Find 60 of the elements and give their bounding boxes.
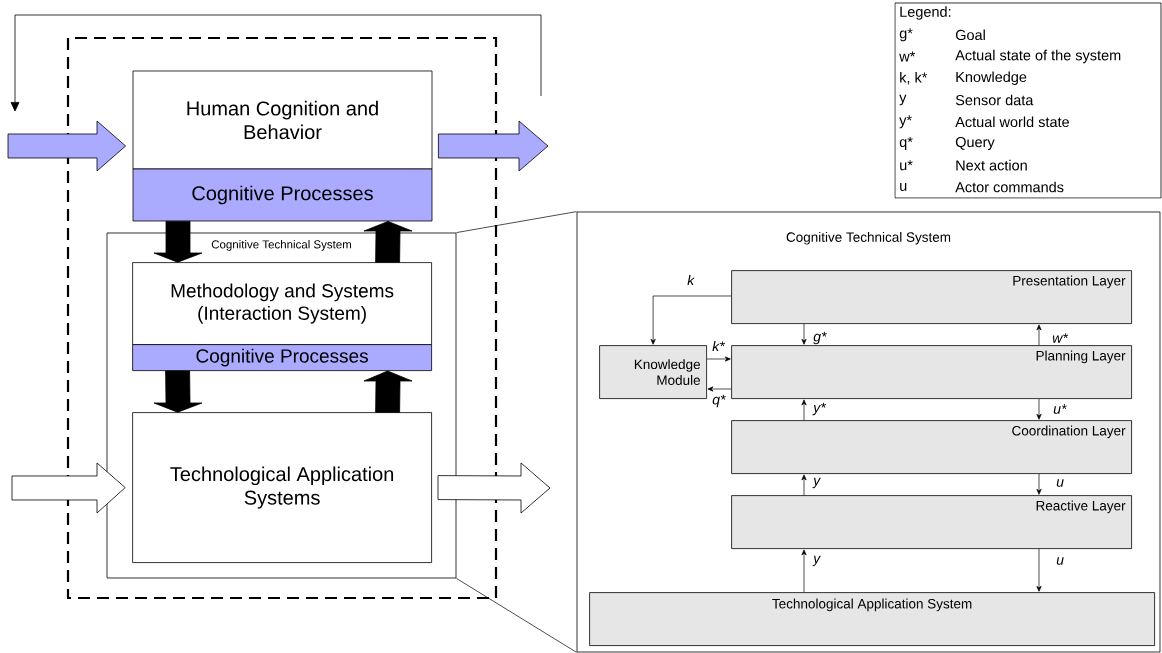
block-arrow	[153, 221, 203, 263]
block-arrow	[438, 120, 549, 172]
legend-symbol: u*	[900, 160, 913, 171]
legend-symbol: w*	[899, 51, 916, 62]
layer-box: Reactive Layer	[731, 495, 1132, 549]
edge-label: g*	[813, 331, 827, 345]
layer-box: Presentation Layer	[731, 270, 1132, 324]
process-box: Human Cognition and Behavior	[132, 70, 433, 170]
legend-symbol: y*	[899, 115, 912, 129]
edge-label: u	[1056, 557, 1064, 565]
legend-description: Query	[955, 136, 995, 151]
block-arrow	[11, 462, 126, 514]
block-arrow	[153, 370, 203, 413]
arrow	[706, 356, 731, 362]
legend-description: Sensor data	[955, 94, 1034, 106]
layer-box: Coordination Layer	[731, 420, 1132, 474]
module-box: Knowledge Module	[599, 345, 707, 399]
arrow	[650, 295, 732, 345]
arrow	[1036, 473, 1042, 495]
edge-label: y	[812, 477, 821, 489]
arrow	[801, 549, 807, 593]
edge-label: u*	[1053, 404, 1067, 414]
zoom-line	[456, 578, 577, 653]
legend-symbol: q*	[899, 137, 913, 150]
legend-symbol: u	[900, 183, 907, 191]
legend-description: Knowledge	[956, 71, 1027, 85]
layer-box: Technological Application System	[589, 592, 1155, 646]
legend-description: Actual state of the system	[955, 49, 1121, 64]
arrow	[707, 386, 732, 392]
arrow	[1036, 548, 1042, 592]
legend-symbol: g*	[899, 28, 913, 42]
legend-description: Goal	[955, 29, 985, 41]
block-arrow	[363, 370, 413, 413]
arrow	[801, 474, 807, 496]
block-arrow	[7, 120, 126, 172]
block-arrow	[363, 221, 413, 263]
layer-box: Planning Layer	[731, 345, 1132, 399]
legend-description: Actual world state	[955, 116, 1069, 128]
legend-symbol: y	[899, 94, 907, 106]
legend-description: Next action	[956, 159, 1027, 171]
edge-label: k*	[712, 340, 726, 352]
block-arrow	[437, 462, 551, 514]
legend-description: Actor commands	[955, 181, 1064, 193]
process-band: Cognitive Processes	[132, 168, 433, 222]
process-box: Technological Application Systems	[132, 412, 432, 563]
zoom-line	[456, 211, 577, 233]
process-band: Cognitive Processes	[132, 344, 432, 371]
arrow	[1036, 398, 1042, 420]
arrow	[801, 399, 807, 421]
arrow	[801, 323, 807, 345]
arrow	[1036, 324, 1042, 346]
legend-title: Legend:	[900, 6, 951, 20]
process-box: Methodology and Systems (Interaction System)	[132, 262, 432, 345]
legend-symbol: k, k*	[900, 72, 928, 85]
edge-label: k	[687, 274, 695, 286]
edge-label: w*	[1052, 333, 1069, 343]
edge-label: q*	[712, 394, 726, 408]
edge-label: y*	[812, 402, 827, 416]
edge-label: y	[812, 555, 821, 567]
edge-label: u	[1056, 479, 1064, 487]
